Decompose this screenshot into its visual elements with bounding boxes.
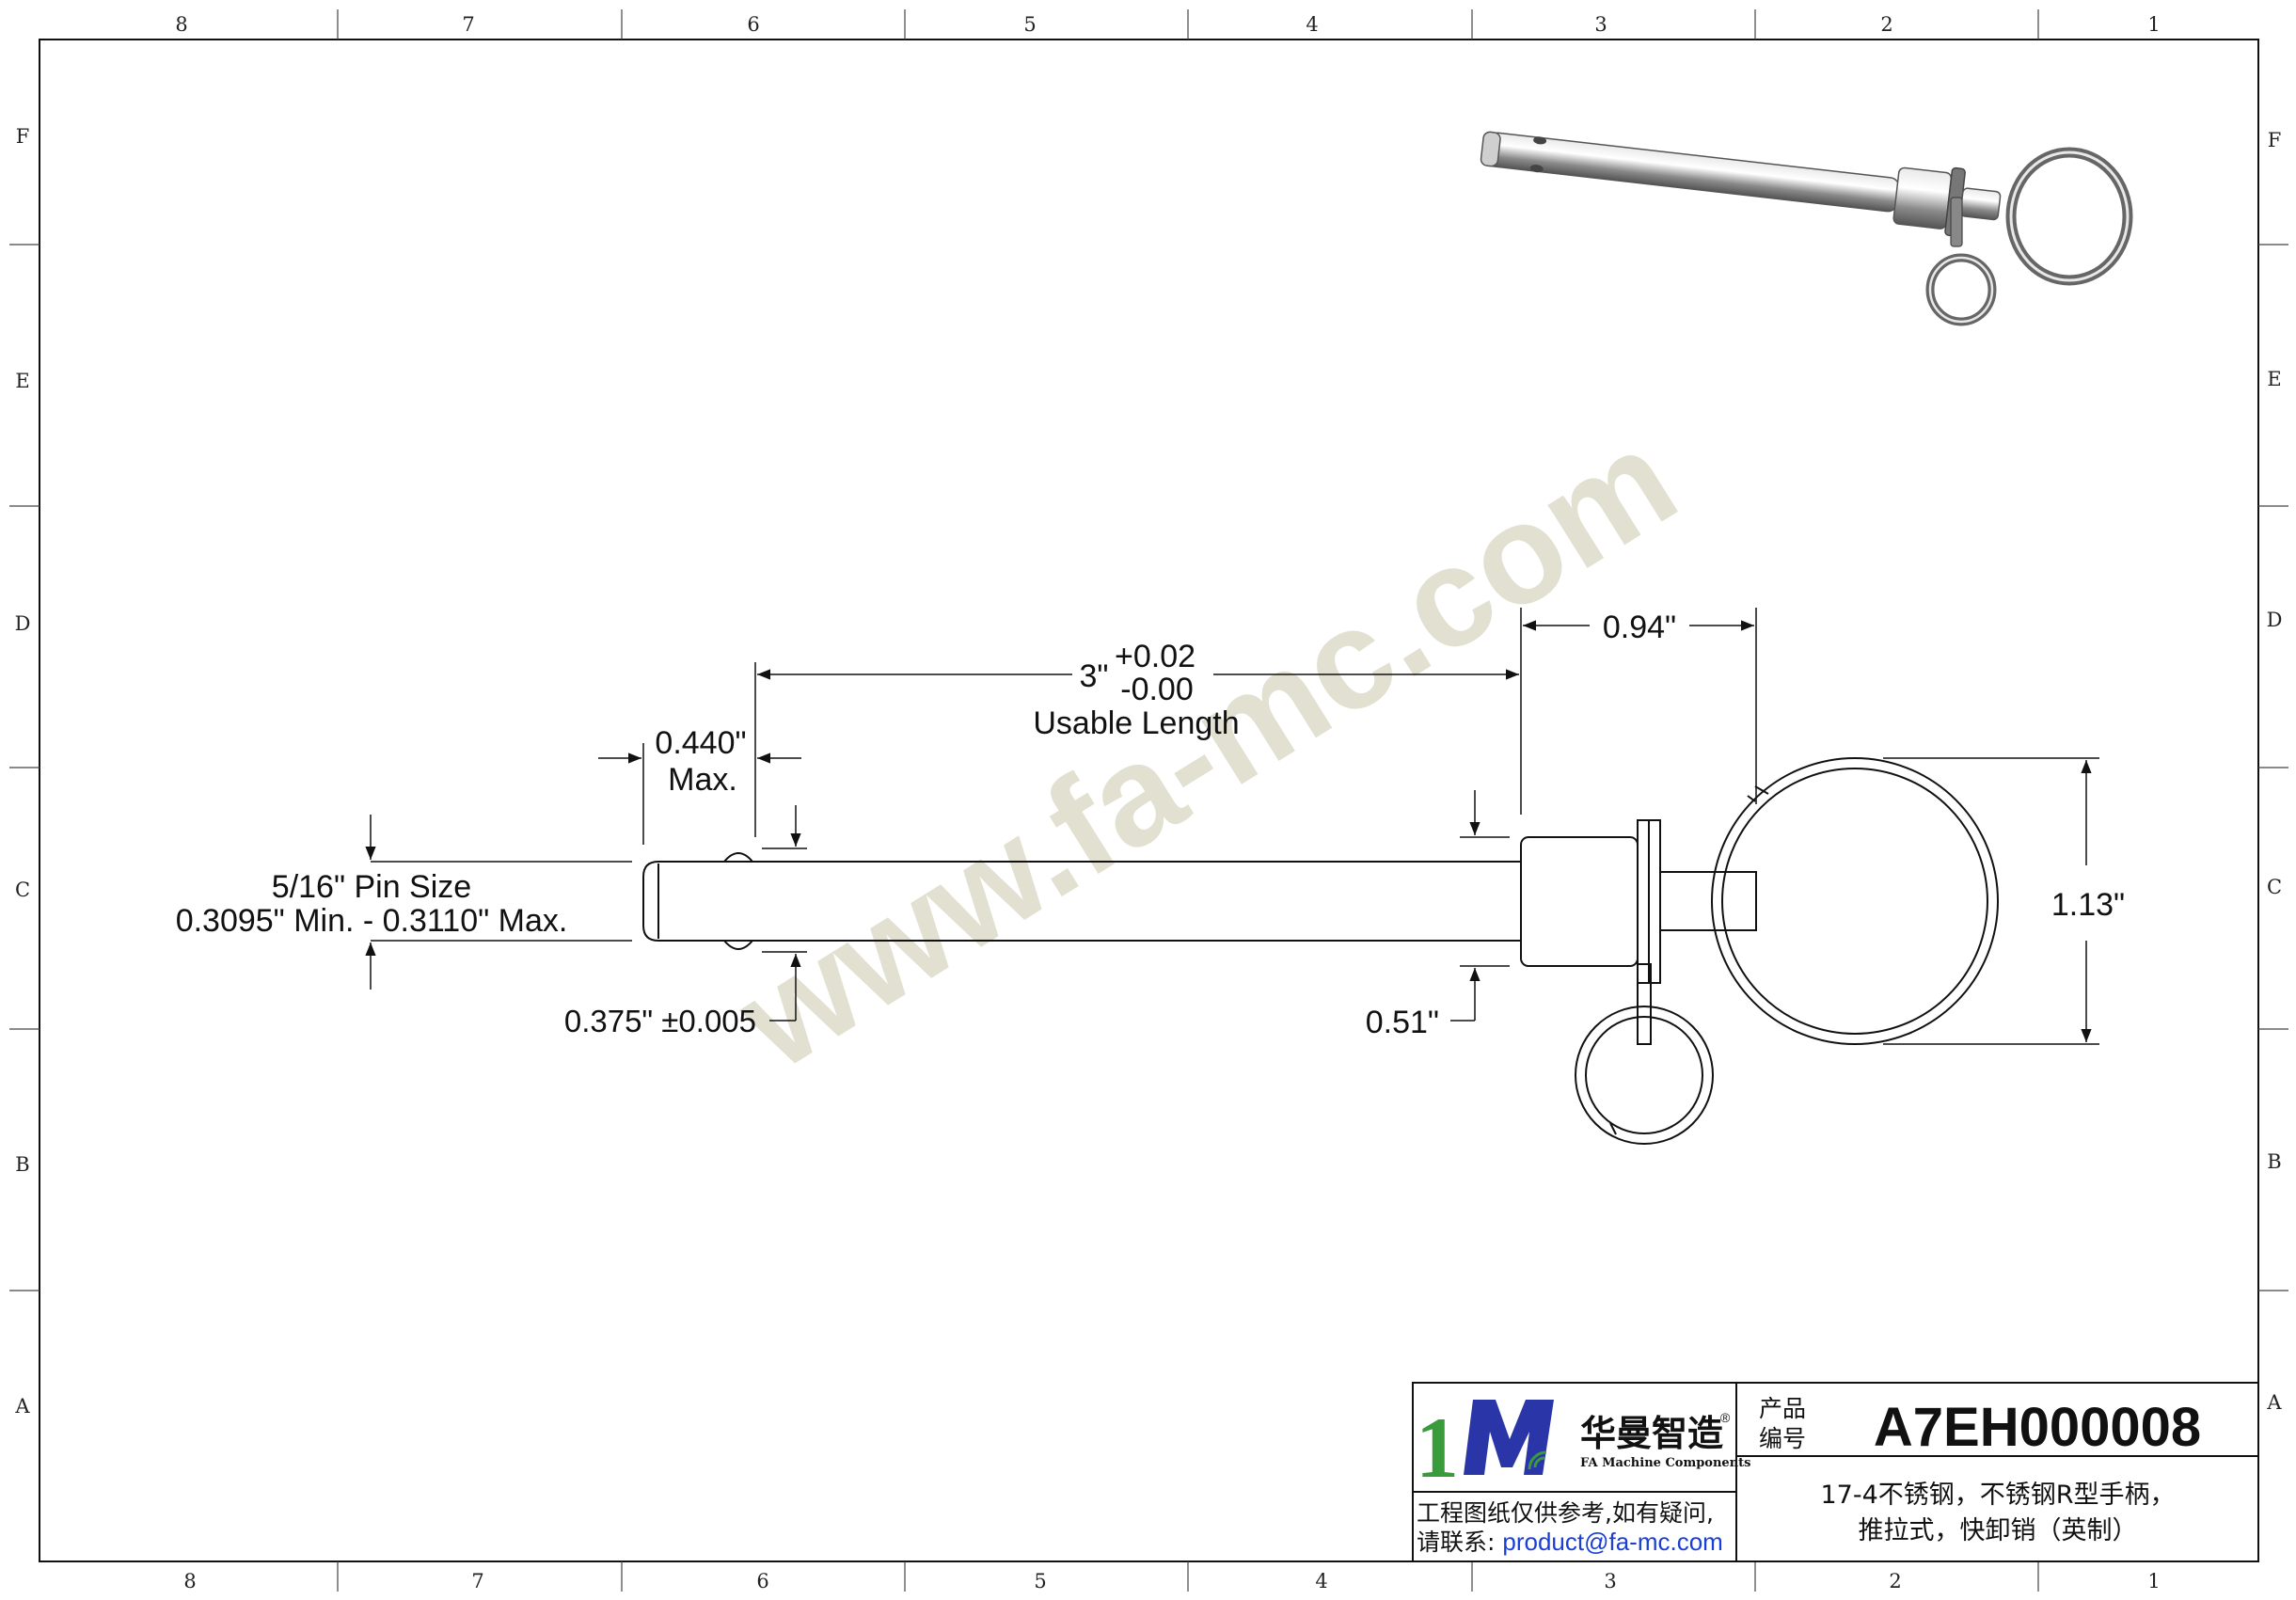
product-description-line2: 推拉式，快卸销（英制）	[1859, 1516, 2138, 1545]
ring-tab	[1637, 963, 1652, 1045]
zone-col-8-bottom: 8	[183, 1570, 196, 1592]
zone-row-a: A	[14, 1395, 30, 1418]
contact-prefix: 请联系:	[1417, 1529, 1502, 1556]
drawing-note-line2: 请联系: product@fa-mc.com	[1417, 1528, 1723, 1556]
usable-length-label: Usable Length	[1033, 705, 1239, 741]
pin-side-view	[642, 757, 1999, 1145]
product-label-line1: 产品	[1759, 1395, 1806, 1422]
ring-diameter-dim: 1.13"	[2051, 887, 2125, 923]
zone-col-6-bottom: 6	[756, 1570, 768, 1592]
zone-row-a-right: A	[2266, 1391, 2282, 1414]
zone-col-2-bottom: 2	[1889, 1570, 1901, 1592]
zone-labels-sides: F E D C B A F E D C B A	[14, 125, 2282, 1418]
zone-row-b-right: B	[2267, 1150, 2281, 1173]
zone-row-e: E	[15, 370, 29, 392]
ball-diameter-dim: 0.375" ±0.005	[564, 1004, 756, 1038]
zone-row-e-right: E	[2267, 368, 2281, 390]
company-name-en: FA Machine Components	[1580, 1456, 1750, 1470]
product-number: A7EH000008	[1874, 1397, 2201, 1458]
zone-col-3-bottom: 3	[1604, 1570, 1616, 1592]
detent-ball-top	[723, 852, 753, 863]
company-name-cn: 华曼智造	[1580, 1413, 1723, 1454]
registered-mark: ®	[1720, 1410, 1731, 1425]
detent-ball-bottom	[723, 940, 753, 950]
title-block: 1 华曼智造 ® FA Machine Components 工程图纸仅供参考,…	[1412, 1382, 2259, 1562]
zone-col-4: 4	[1306, 13, 1318, 36]
zone-col-4-bottom: 4	[1315, 1570, 1327, 1592]
zone-row-b: B	[15, 1153, 29, 1176]
zone-row-c-right: C	[2267, 876, 2282, 898]
zone-row-f: F	[16, 125, 30, 148]
zone-col-8: 8	[175, 13, 187, 36]
pin-collar	[1520, 836, 1639, 967]
pull-ring-outer	[1711, 757, 1999, 1045]
logo-m-shape	[1464, 1400, 1554, 1475]
tip-length-dim: 0.440"	[655, 725, 746, 761]
usable-length-tol-minus: -0.00	[1120, 672, 1194, 707]
zone-row-d-right: D	[2267, 609, 2283, 631]
zone-col-7: 7	[462, 13, 474, 36]
plunger-stem	[1659, 871, 1757, 931]
split-ring-inner	[1585, 1016, 1703, 1134]
zone-labels-bottom: 8 7 6 5 4 3 2 1	[183, 1570, 2160, 1592]
zone-row-c: C	[15, 879, 30, 901]
pin-isometric-render	[1480, 131, 2133, 326]
usable-length-tol-plus: +0.02	[1115, 639, 1196, 674]
pin-shaft	[642, 861, 1522, 942]
pin-size-line1: 5/16" Pin Size	[272, 869, 471, 905]
zone-col-5: 5	[1023, 13, 1036, 36]
watermark: www.fa-mc.com	[710, 399, 1702, 1100]
zone-col-1-bottom: 1	[2147, 1570, 2160, 1592]
dimension-labels: 3" +0.02 -0.00 Usable Length 0.94" 0.440…	[176, 610, 2125, 1040]
zone-col-1: 1	[2147, 13, 2160, 36]
tip-length-note: Max.	[668, 762, 737, 798]
zone-col-6: 6	[747, 13, 759, 36]
zone-col-5-bottom: 5	[1034, 1570, 1046, 1592]
handle-offset-dim: 0.94"	[1603, 610, 1676, 645]
zone-row-d: D	[15, 612, 31, 635]
collar-diameter-dim: 0.51"	[1366, 1005, 1439, 1040]
zone-col-3: 3	[1594, 13, 1607, 36]
zone-row-f-right: F	[2268, 129, 2282, 151]
product-description-line1: 17-4不锈钢，不锈钢R型手柄，	[1820, 1481, 2175, 1510]
drawing-frame	[9, 9, 2288, 1592]
product-label-line2: 编号	[1759, 1425, 1806, 1452]
pull-ring-inner	[1721, 768, 1988, 1035]
zone-col-2: 2	[1880, 13, 1892, 36]
zone-col-7-bottom: 7	[471, 1570, 483, 1592]
split-ring-outer	[1575, 1006, 1714, 1145]
dimension-lines	[365, 608, 2099, 1045]
company-logo: 1 华曼智造 ® FA Machine Components	[1416, 1400, 1750, 1496]
zone-labels-top: 8 7 6 5 4 3 2 1	[175, 13, 2160, 36]
pin-size-line2: 0.3095" Min. - 0.3110" Max.	[176, 903, 568, 939]
usable-length-value: 3"	[1080, 658, 1109, 694]
logo-mark: 1	[1416, 1400, 1459, 1496]
contact-email-link[interactable]: product@fa-mc.com	[1502, 1528, 1722, 1556]
drawing-note-line1: 工程图纸仅供参考,如有疑问,	[1417, 1499, 1714, 1527]
